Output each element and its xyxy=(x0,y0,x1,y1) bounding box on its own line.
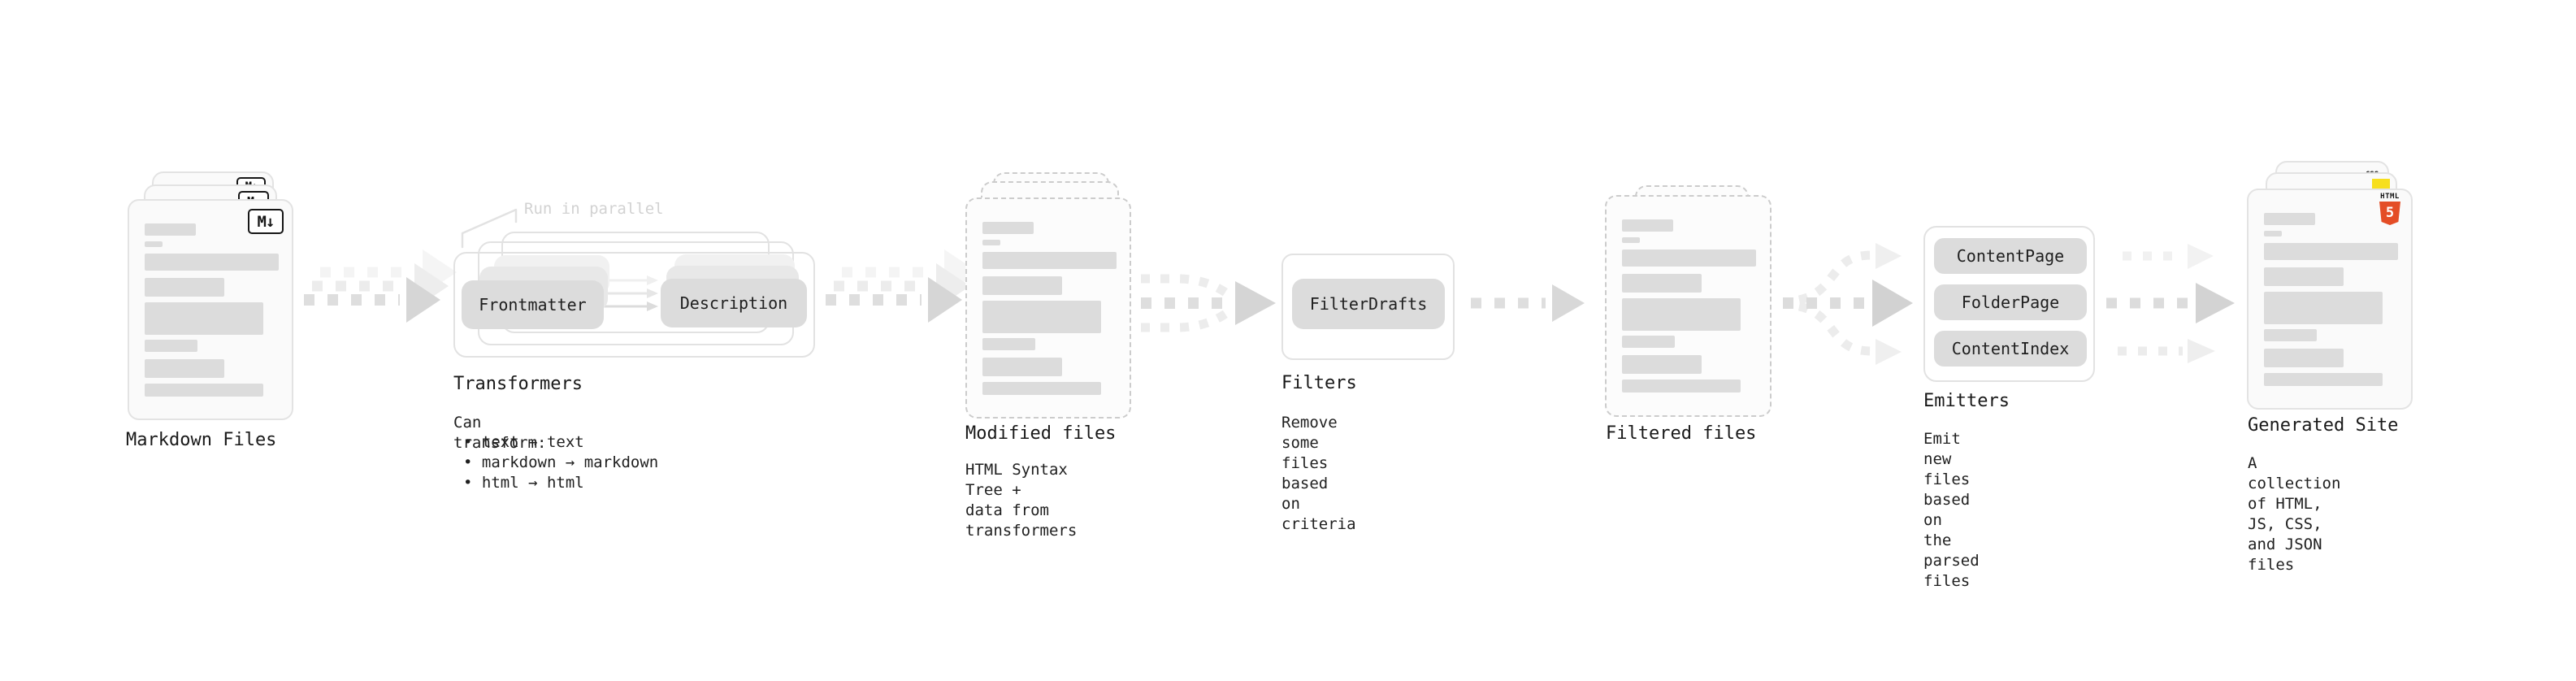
text-line-bar xyxy=(2264,349,2344,367)
filters-box xyxy=(1281,254,1455,360)
text-line-bar xyxy=(145,359,224,378)
text-line-bar xyxy=(982,301,1101,333)
text-line-bar xyxy=(145,302,263,335)
text-line-bar xyxy=(145,223,196,236)
emitters-note: Emit new files based on the parsed files xyxy=(1923,430,1980,590)
generated-site-label: Generated Site xyxy=(2248,415,2399,436)
text-line-bar xyxy=(982,358,1062,376)
text-line-bar xyxy=(1622,249,1756,267)
text-line-bar xyxy=(2264,231,2282,236)
arrow-markdown-to-transformers xyxy=(304,249,457,323)
text-line-bar xyxy=(1622,336,1675,348)
emitters-label: Emitters xyxy=(1923,391,2010,411)
html5-icon: HTML 5 xyxy=(2379,193,2401,225)
text-line-bar xyxy=(2264,267,2344,286)
text-line-bar xyxy=(2264,213,2315,225)
transformers-label: Transformers xyxy=(453,374,583,394)
text-line-bar xyxy=(2264,329,2317,341)
text-line-bar xyxy=(1622,237,1640,243)
text-line-bar xyxy=(2264,373,2383,386)
modified-files-note: HTML Syntax Tree + data from transformer… xyxy=(965,461,1078,540)
description-pill: Description xyxy=(661,279,807,327)
emitters-box xyxy=(1923,226,2095,382)
text-line-bar xyxy=(982,382,1101,395)
text-line-bar xyxy=(145,340,197,352)
run-in-parallel-annotation: Run in parallel xyxy=(524,200,664,218)
html5-shield: 5 xyxy=(2379,202,2400,225)
markdown-files-label: Markdown Files xyxy=(126,430,277,450)
generated-site-note: A collection of HTML, JS, CSS, and JSON … xyxy=(2248,454,2341,574)
filters-note: Remove some files based on criteria xyxy=(1281,414,1356,533)
arrow-filtered-to-emitters-fan-out xyxy=(1783,243,1913,365)
text-line-bar xyxy=(1622,219,1673,232)
bullet-item: • markdown → markdown xyxy=(463,453,659,471)
js-icon xyxy=(2372,179,2390,190)
text-line-bar xyxy=(2264,292,2383,324)
bullet-item: • text → text xyxy=(463,433,584,451)
document-lines xyxy=(967,199,1130,395)
transformer-parallel-arrows-icon xyxy=(598,275,658,311)
text-line-bar xyxy=(982,240,1000,245)
transformer-layer-box-front xyxy=(453,252,815,358)
text-line-bar xyxy=(145,384,263,397)
arrow-emitters-to-site xyxy=(2106,244,2235,363)
arrow-transformers-to-modified xyxy=(826,249,978,323)
document-lines xyxy=(2249,190,2411,386)
arrow-modified-to-filters-fan-in xyxy=(1141,274,1276,332)
html5-word: HTML xyxy=(2380,193,2400,201)
html-file-card: HTML 5 xyxy=(2247,189,2413,410)
text-line-bar xyxy=(1622,355,1702,374)
filtered-files-label: Filtered files xyxy=(1606,423,1757,444)
filters-label: Filters xyxy=(1281,373,1357,393)
markdown-file-card-front: M↓ xyxy=(128,199,293,420)
text-line-bar xyxy=(982,222,1034,234)
text-line-bar xyxy=(1622,274,1702,293)
folderpage-pill: FolderPage xyxy=(1934,284,2087,320)
text-line-bar xyxy=(1622,298,1741,331)
text-line-bar xyxy=(982,252,1117,269)
text-line-bar xyxy=(982,338,1035,350)
text-line-bar xyxy=(982,276,1062,295)
filtered-file-card-front xyxy=(1605,195,1772,417)
frontmatter-pill: Frontmatter xyxy=(462,280,604,329)
text-line-bar xyxy=(145,241,163,247)
contentindex-pill: ContentIndex xyxy=(1934,331,2087,367)
document-lines xyxy=(1607,197,1770,393)
text-line-bar xyxy=(1622,380,1741,393)
modified-file-card-front xyxy=(965,197,1131,419)
filterdrafts-pill: FilterDrafts xyxy=(1292,279,1445,329)
text-line-bar xyxy=(145,254,279,271)
modified-files-label: Modified files xyxy=(965,423,1117,444)
transformers-note-heading: Can transform: xyxy=(453,414,547,452)
text-line-bar xyxy=(2264,243,2398,260)
text-line-bar xyxy=(145,278,224,297)
run-in-parallel-leader-line xyxy=(461,208,518,249)
transformers-bullet-list: • text → text • markdown → markdown • ht… xyxy=(463,432,658,493)
markdown-icon: M↓ xyxy=(248,209,284,234)
bullet-item: • html → html xyxy=(463,474,584,492)
document-lines xyxy=(129,201,292,397)
arrow-filters-to-filtered xyxy=(1471,284,1585,322)
contentpage-pill: ContentPage xyxy=(1934,238,2087,274)
